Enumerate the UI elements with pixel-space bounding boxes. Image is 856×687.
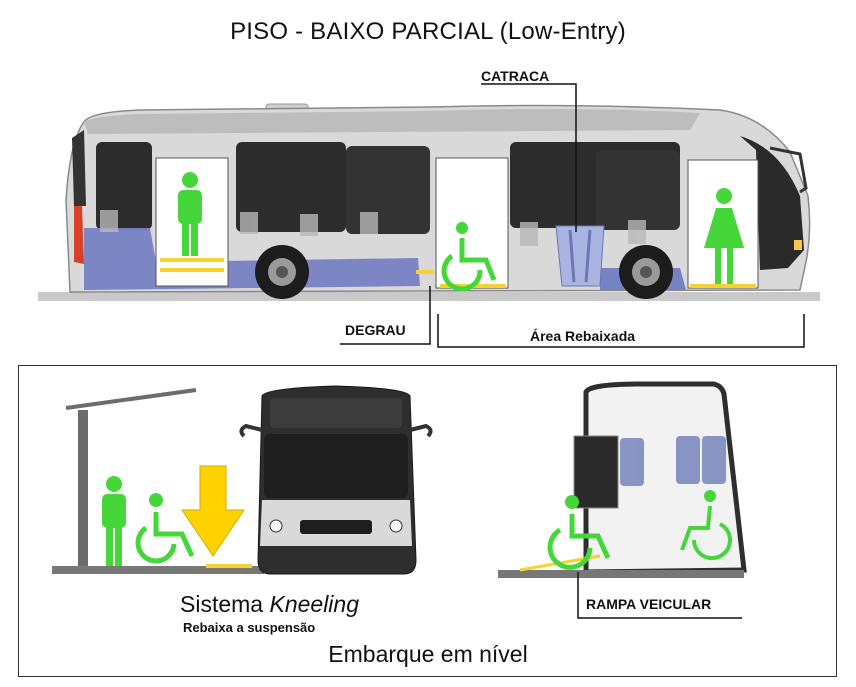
seat xyxy=(628,220,646,244)
step-yellow xyxy=(160,268,224,272)
rear-light xyxy=(74,206,84,264)
seat xyxy=(100,210,118,232)
mirror xyxy=(769,146,808,194)
boarding-panel xyxy=(18,365,837,677)
degrau-callout-line xyxy=(340,286,431,345)
window xyxy=(346,146,430,234)
rear-wheel xyxy=(255,245,309,299)
kneeling-emphasis: Kneeling xyxy=(269,591,360,617)
turnstile-icon xyxy=(555,225,605,287)
step-yellow xyxy=(160,258,224,262)
woman-icon xyxy=(704,188,744,284)
window xyxy=(236,142,346,232)
bus-side-diagram xyxy=(38,83,820,348)
front-wheel xyxy=(619,245,673,299)
seat xyxy=(300,214,318,236)
area-rebaixada-label: Área Rebaixada xyxy=(530,328,636,344)
front-mask xyxy=(740,136,804,270)
ground-line xyxy=(38,292,820,301)
middle-door xyxy=(435,157,509,289)
area-rebaixada-bracket xyxy=(437,314,805,348)
window xyxy=(596,150,680,230)
seat xyxy=(520,222,538,246)
rampa-veicular-label: RAMPA VEICULAR xyxy=(586,596,712,612)
catraca-label: CATRACA xyxy=(481,68,550,84)
seat xyxy=(360,212,378,234)
kneeling-prefix: Sistema xyxy=(180,591,270,617)
step-yellow xyxy=(690,284,756,288)
footer-caption: Embarque em nível xyxy=(328,641,528,667)
headlight xyxy=(794,240,802,250)
wheelchair-icon xyxy=(441,222,497,292)
roof-band xyxy=(84,108,700,134)
kneeling-title: Sistema Kneeling xyxy=(180,591,359,618)
rear-window xyxy=(72,130,86,206)
seat xyxy=(240,212,258,234)
person-standing-icon xyxy=(178,172,202,256)
window xyxy=(96,142,152,230)
degrau-label: DEGRAU xyxy=(345,322,406,338)
catraca-callout-line xyxy=(481,83,577,232)
step-yellow xyxy=(416,270,434,274)
page-title: PISO - BAIXO PARCIAL (Low-Entry) xyxy=(230,18,626,45)
kneeling-subtitle: Rebaixa a suspensão xyxy=(183,620,316,635)
